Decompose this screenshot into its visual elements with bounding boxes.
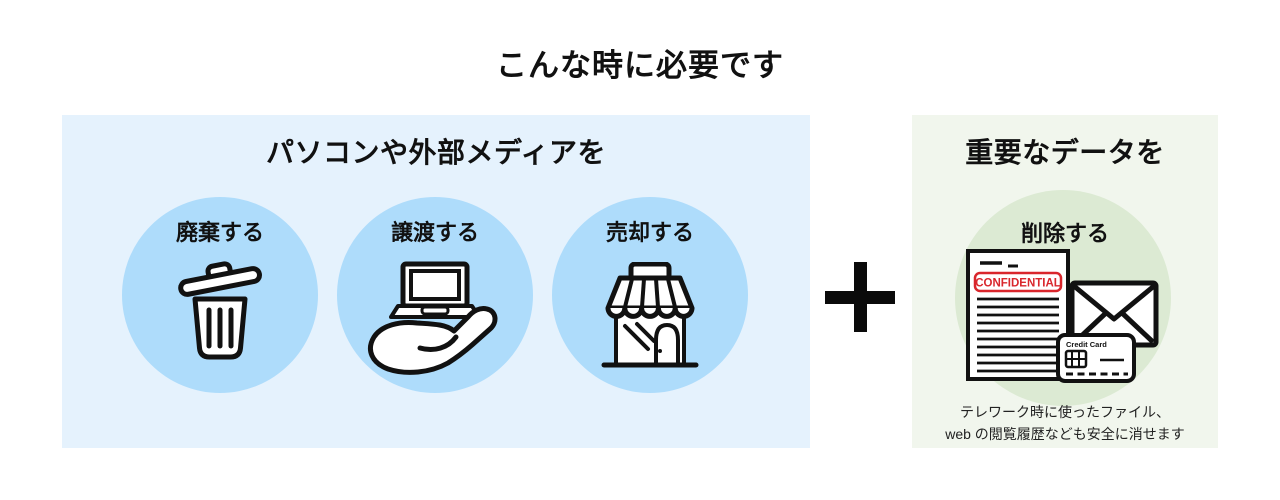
dispose-item: 廃棄する <box>122 197 318 393</box>
left-panel: パソコンや外部メディアを 廃棄する 譲渡する <box>62 115 810 448</box>
sell-label: 売却する <box>605 220 694 245</box>
left-panel-header: パソコンや外部メディアを <box>265 137 607 168</box>
right-panel: 重要なデータを 削除する CONFIDENTIAL <box>912 115 1218 448</box>
transfer-label: 譲渡する <box>390 220 479 245</box>
transfer-item: 譲渡する <box>337 197 533 393</box>
caption-line-2: web の閲覧履歴なども安全に消せます <box>945 425 1185 442</box>
credit-card-icon: Credit Card <box>1056 333 1136 383</box>
storefront-icon <box>601 262 699 368</box>
dispose-label: 廃棄する <box>175 220 264 245</box>
sell-item: 売却する <box>552 197 748 393</box>
sensitive-data-icons: CONFIDENTIAL Credit Card <box>966 249 1159 383</box>
delete-label: 削除する <box>1020 221 1109 246</box>
trash-icon <box>178 261 262 360</box>
caption-line-1: テレワーク時に使ったファイル、 <box>960 404 1170 420</box>
confidential-stamp: CONFIDENTIAL <box>975 278 1061 290</box>
right-panel-header: 重要なデータを <box>965 137 1165 168</box>
caption: テレワーク時に使ったファイル、 web の閲覧履歴なども安全に消せます <box>912 402 1218 445</box>
credit-card-label: Credit Card <box>1066 340 1107 349</box>
hand-laptop-icon <box>368 261 498 375</box>
page-title: こんな時に必要です <box>496 48 784 83</box>
confidential-document-icon: CONFIDENTIAL <box>966 249 1070 381</box>
plus-icon <box>822 259 898 335</box>
